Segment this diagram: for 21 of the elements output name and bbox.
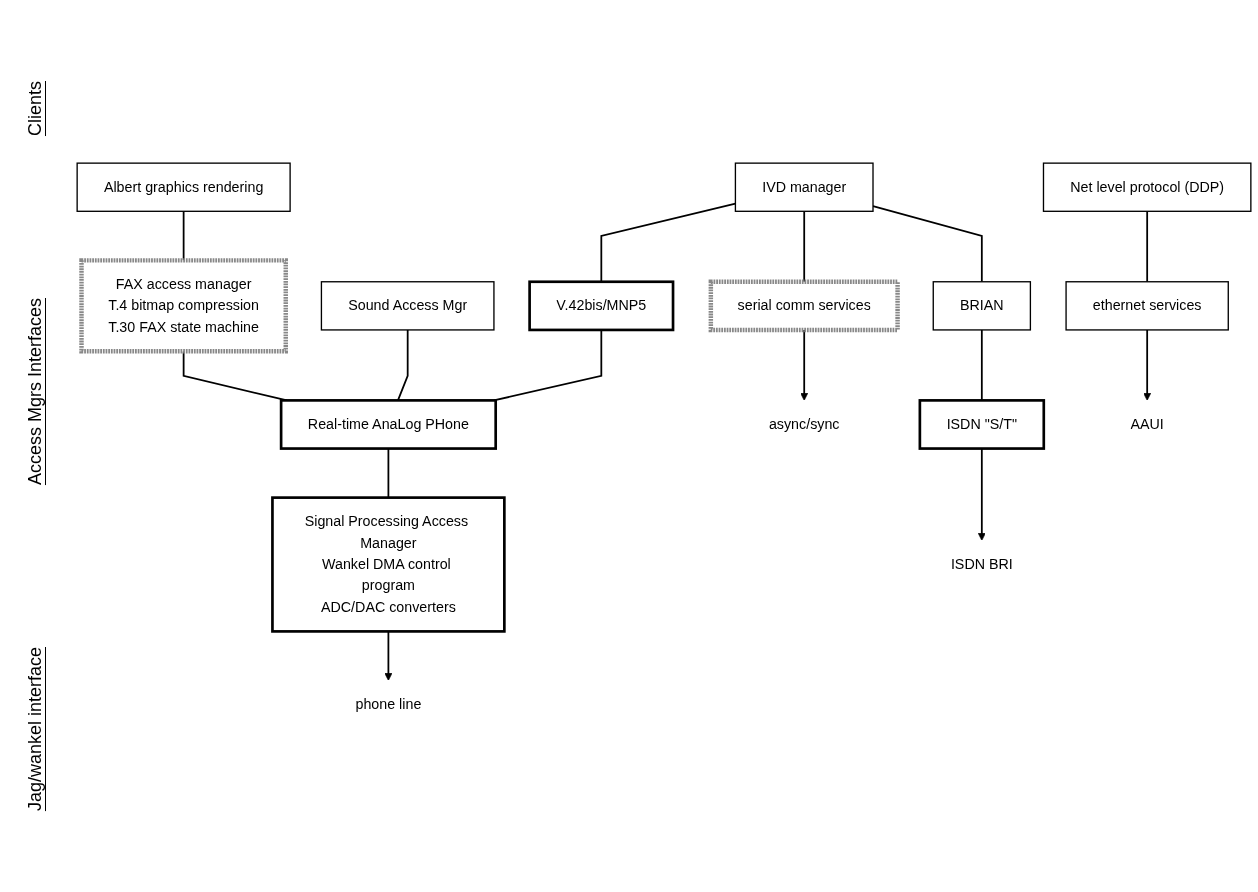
node-box: BRIAN: [932, 281, 1032, 331]
arrow: [1143, 329, 1152, 401]
layer-label: Jag/wankel interface: [24, 646, 46, 812]
node-text: ISDN BRI: [950, 556, 1013, 572]
node-box: serial comm services: [708, 279, 900, 333]
node-text: async/sync: [768, 416, 840, 432]
node-box: ethernet services: [1065, 281, 1229, 331]
node-text: AAUI: [1130, 416, 1164, 432]
layer-label: Access Mgrs Interfaces: [24, 297, 46, 485]
node-box: Signal Processing Access Manager Wankel DMA control program ADC/DAC converters: [271, 496, 506, 633]
node-text: phone line: [355, 696, 422, 712]
node-box: Albert graphics rendering: [76, 162, 291, 213]
node-box: Real-time AnaLog PHone: [279, 399, 497, 450]
node-box: Sound Access Mgr: [320, 281, 495, 331]
connector: [1146, 210, 1149, 283]
node-box: IVD manager: [734, 162, 874, 213]
node-box: Net level protocol (DDP): [1042, 162, 1252, 213]
layer-label: Clients: [24, 80, 46, 136]
node-box: FAX access manager T.4 bitmap compression T.30 FAX state machine: [79, 258, 288, 354]
node-box: V.42bis/MNP5: [528, 280, 675, 332]
node-box: ISDN "S/T": [918, 399, 1046, 450]
